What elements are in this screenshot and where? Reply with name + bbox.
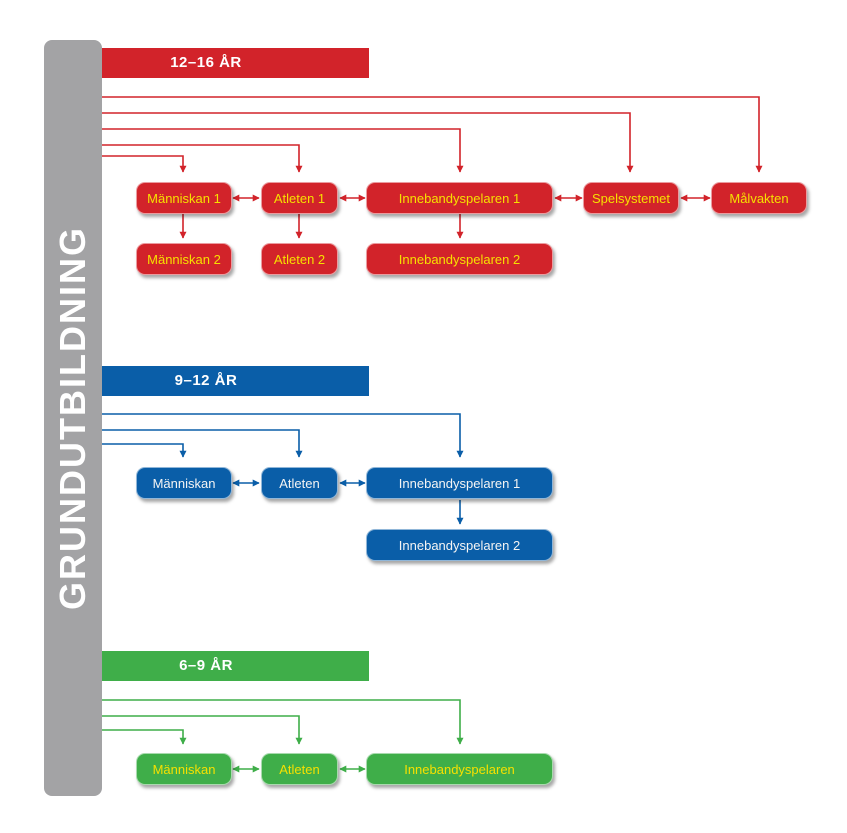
red-feed-innebandy1	[102, 128, 464, 173]
red-feed-spelsystemet	[102, 112, 634, 173]
blue-feed-innebandy1	[102, 413, 464, 458]
node-red-manniskan-1: Människan 1	[136, 182, 232, 214]
band-9-12: 9–12 ÅR	[102, 366, 369, 396]
node-red-spelsystemet: Spelsystemet	[583, 182, 679, 214]
band-12-16-label: 12–16 ÅR	[170, 54, 242, 71]
node-green-atleten: Atleten	[261, 753, 338, 785]
green-feed-innebandy	[102, 699, 464, 745]
sidebar-bar	[44, 40, 102, 796]
red-feed-atleten1	[102, 144, 303, 173]
node-blue-innebandyspelaren-1: Innebandyspelaren 1	[366, 467, 553, 499]
node-red-malvakten: Målvakten	[711, 182, 807, 214]
node-red-innebandyspelaren-2: Innebandyspelaren 2	[366, 243, 553, 275]
node-blue-atleten: Atleten	[261, 467, 338, 499]
node-blue-manniskan: Människan	[136, 467, 232, 499]
blue-feed-atleten	[102, 429, 303, 458]
node-red-innebandyspelaren-1: Innebandyspelaren 1	[366, 182, 553, 214]
node-red-atleten-1: Atleten 1	[261, 182, 338, 214]
green-feed-manniskan	[102, 729, 187, 745]
node-red-atleten-2: Atleten 2	[261, 243, 338, 275]
red-feed-manniskan1	[102, 155, 187, 173]
band-6-9: 6–9 ÅR	[102, 651, 369, 681]
green-feed-atleten	[102, 715, 303, 745]
band-9-12-label: 9–12 ÅR	[174, 372, 238, 389]
node-green-manniskan: Människan	[136, 753, 232, 785]
node-blue-innebandyspelaren-2: Innebandyspelaren 2	[366, 529, 553, 561]
band-12-16: 12–16 ÅR	[102, 48, 369, 78]
node-green-innebandyspelaren: Innebandyspelaren	[366, 753, 553, 785]
band-6-9-label: 6–9 ÅR	[179, 657, 233, 674]
node-red-manniskan-2: Människan 2	[136, 243, 232, 275]
red-feed-malvakten	[102, 96, 763, 173]
blue-feed-manniskan	[102, 443, 187, 458]
